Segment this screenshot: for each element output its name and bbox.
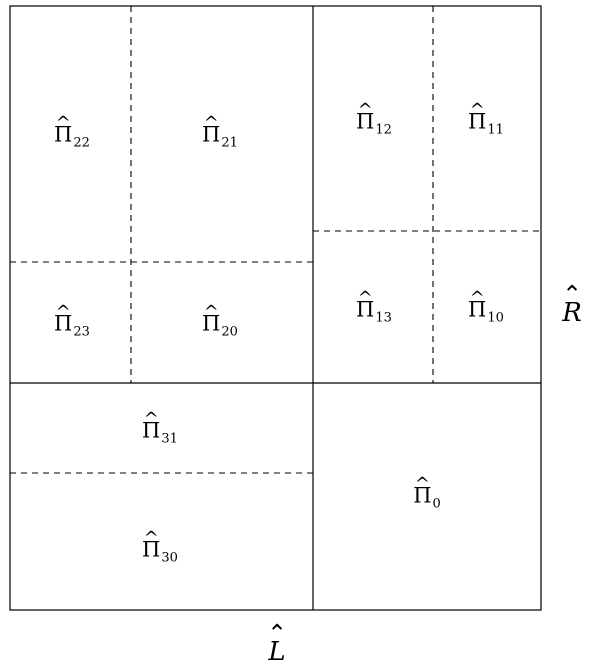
outer-frame: [9, 5, 542, 611]
cell-label-10: ^Π10: [468, 287, 504, 326]
cell-label-13: ^Π13: [356, 287, 392, 326]
cell-label-22: ^Π22: [54, 112, 90, 151]
cell-label-20: ^Π20: [202, 301, 238, 340]
cell-label-21: ^Π21: [202, 112, 238, 151]
cell-label-11: ^Π11: [468, 99, 504, 138]
cell-label-31: ^Π31: [142, 408, 178, 447]
cell-label-30: ^Π30: [142, 527, 178, 566]
bottom-axis-label: ⌃L: [267, 619, 287, 667]
cell-label-0: ^Π0: [413, 473, 441, 512]
cell-label-23: ^Π23: [54, 301, 90, 340]
cell-label-12: ^Π12: [356, 99, 392, 138]
right-axis-label: ⌃R: [562, 280, 582, 328]
